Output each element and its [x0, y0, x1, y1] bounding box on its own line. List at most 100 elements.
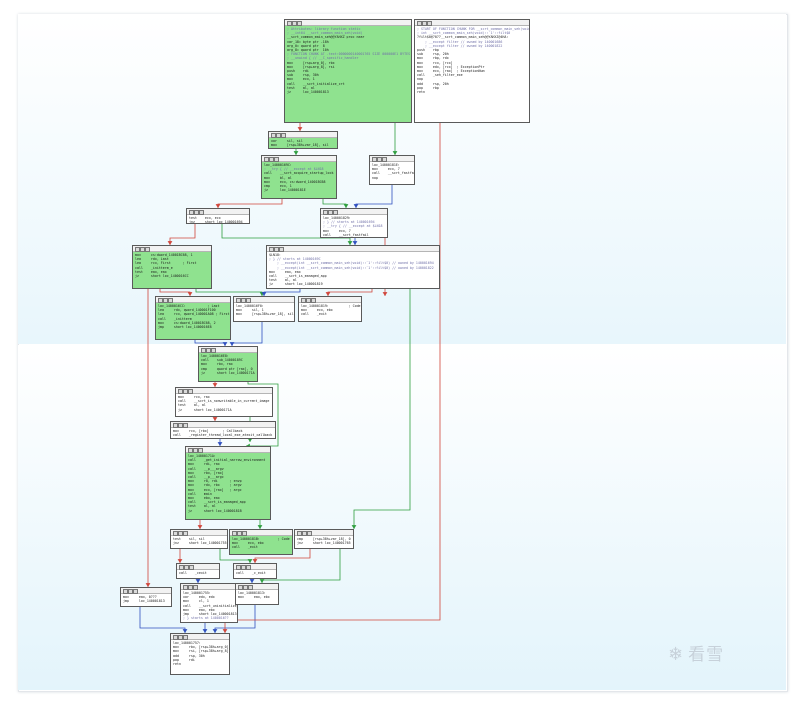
node-collapse-icon[interactable]: [427, 21, 432, 26]
node-collapse-icon[interactable]: [168, 298, 173, 303]
node-color-icon[interactable]: [201, 348, 206, 353]
node-rename-icon[interactable]: [292, 21, 297, 26]
node-rename-icon[interactable]: [237, 531, 242, 536]
node-header[interactable]: [199, 347, 257, 353]
node-header[interactable]: [186, 447, 270, 453]
node-color-icon[interactable]: [236, 298, 241, 303]
node-color-icon[interactable]: [264, 157, 269, 162]
node-collapse-icon[interactable]: [279, 247, 284, 252]
node-collapse-icon[interactable]: [248, 585, 253, 590]
node-rename-icon[interactable]: [243, 585, 248, 590]
node-rename-icon[interactable]: [178, 423, 183, 428]
node-collapse-icon[interactable]: [133, 589, 138, 594]
node-collapse-icon[interactable]: [183, 423, 188, 428]
node-collapse-icon[interactable]: [274, 157, 279, 162]
node-collapse-icon[interactable]: [246, 298, 251, 303]
node-collapse-icon[interactable]: [183, 531, 188, 536]
node-rename-icon[interactable]: [241, 298, 246, 303]
node-collapse-icon[interactable]: [297, 21, 302, 26]
node-rename-icon[interactable]: [306, 298, 311, 303]
node-rename-icon[interactable]: [422, 21, 427, 26]
node-color-icon[interactable]: [323, 210, 328, 215]
node-collapse-icon[interactable]: [211, 348, 216, 353]
node-header[interactable]: [171, 530, 227, 536]
node-color-icon[interactable]: [297, 531, 302, 536]
node-rename-icon[interactable]: [206, 348, 211, 353]
node-header[interactable]: [176, 388, 272, 394]
node-header[interactable]: [234, 297, 294, 303]
node-collapse-icon[interactable]: [242, 531, 247, 536]
node-color-icon[interactable]: [189, 210, 194, 215]
graph-node-n14[interactable]: loc_14000171A:call _get_initial_narrow_e…: [185, 446, 271, 520]
node-header[interactable]: [234, 564, 276, 570]
node-rename-icon[interactable]: [140, 247, 145, 252]
node-color-icon[interactable]: [179, 565, 184, 570]
graph-node-n22[interactable]: loc_140001813:mov eax, ebx: [235, 583, 279, 605]
node-collapse-icon[interactable]: [311, 298, 316, 303]
node-header[interactable]: [321, 209, 387, 215]
node-rename-icon[interactable]: [377, 157, 382, 162]
node-header[interactable]: [415, 20, 529, 26]
node-rename-icon[interactable]: [328, 210, 333, 215]
node-rename-icon[interactable]: [241, 565, 246, 570]
node-rename-icon[interactable]: [194, 210, 199, 215]
node-color-icon[interactable]: [135, 247, 140, 252]
node-collapse-icon[interactable]: [198, 448, 203, 453]
node-rename-icon[interactable]: [276, 133, 281, 138]
node-collapse-icon[interactable]: [193, 585, 198, 590]
node-header[interactable]: [156, 297, 230, 303]
node-rename-icon[interactable]: [183, 389, 188, 394]
node-color-icon[interactable]: [173, 635, 178, 640]
node-rename-icon[interactable]: [188, 585, 193, 590]
node-rename-icon[interactable]: [274, 247, 279, 252]
node-color-icon[interactable]: [183, 585, 188, 590]
node-color-icon[interactable]: [238, 585, 243, 590]
node-header[interactable]: [236, 584, 278, 590]
node-color-icon[interactable]: [232, 531, 237, 536]
graph-node-n7[interactable]: $LN18:; } // starts at 14000169C ; __exc…: [266, 245, 440, 289]
node-color-icon[interactable]: [173, 531, 178, 536]
node-rename-icon[interactable]: [163, 298, 168, 303]
graph-node-n20[interactable]: mov eax, 0???jmp loc_140001813: [120, 587, 172, 607]
node-collapse-icon[interactable]: [307, 531, 312, 536]
node-rename-icon[interactable]: [128, 589, 133, 594]
node-color-icon[interactable]: [301, 298, 306, 303]
node-collapse-icon[interactable]: [281, 133, 286, 138]
node-color-icon[interactable]: [178, 389, 183, 394]
node-header[interactable]: [230, 530, 292, 536]
node-color-icon[interactable]: [158, 298, 163, 303]
graph-node-entry[interactable]: ; Attributes: library function static; _…: [284, 19, 412, 123]
node-header[interactable]: [177, 564, 219, 570]
node-color-icon[interactable]: [269, 247, 274, 252]
node-rename-icon[interactable]: [269, 157, 274, 162]
node-header[interactable]: [121, 588, 171, 594]
node-rename-icon[interactable]: [178, 635, 183, 640]
node-color-icon[interactable]: [188, 448, 193, 453]
node-header[interactable]: [171, 422, 275, 428]
node-header[interactable]: [299, 297, 361, 303]
node-collapse-icon[interactable]: [183, 635, 188, 640]
node-collapse-icon[interactable]: [246, 565, 251, 570]
graph-node-n5[interactable]: loc_140001829:; } // starts at 140001694…: [320, 208, 388, 238]
node-collapse-icon[interactable]: [199, 210, 204, 215]
node-rename-icon[interactable]: [178, 531, 183, 536]
node-rename-icon[interactable]: [184, 565, 189, 570]
graph-node-n23[interactable]: loc_140001757:mov rbx, [rsp+38h+arg_0]mo…: [170, 633, 230, 675]
node-header[interactable]: [267, 246, 439, 252]
node-header[interactable]: [370, 156, 414, 162]
node-header[interactable]: [187, 209, 249, 215]
node-color-icon[interactable]: [123, 589, 128, 594]
node-header[interactable]: [269, 132, 337, 138]
node-header[interactable]: [171, 634, 229, 640]
node-color-icon[interactable]: [372, 157, 377, 162]
node-color-icon[interactable]: [271, 133, 276, 138]
